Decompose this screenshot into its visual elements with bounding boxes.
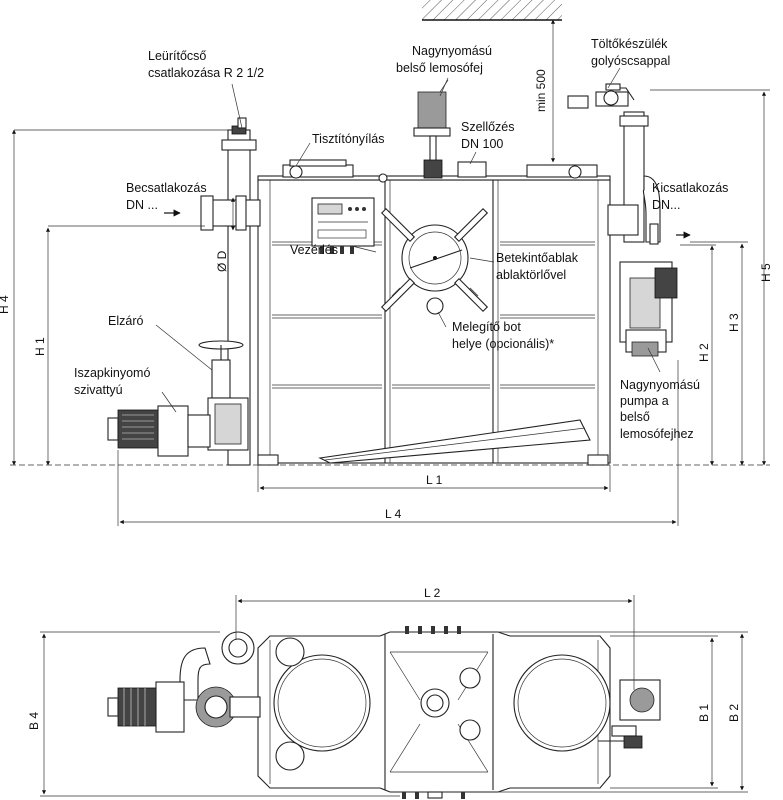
filler-label: Töltőkészülék bbox=[591, 37, 668, 51]
cleaning-opening-label: Tisztítónyílás bbox=[312, 132, 384, 146]
top-hp-pump bbox=[598, 679, 661, 749]
shutoff-valve bbox=[198, 340, 249, 451]
side-view: Leürítőcső csatlakozása R 2 1/2 Nagynyom… bbox=[0, 0, 773, 526]
top-sludge-pump bbox=[107, 631, 261, 733]
heater-label: Melegítő bot bbox=[452, 320, 521, 334]
hp-pump-label-4: lemosófejhez bbox=[620, 427, 694, 441]
control-label: Vezérlés bbox=[290, 243, 338, 257]
top-lid-right bbox=[513, 654, 611, 752]
top-lid-left bbox=[273, 654, 371, 752]
sludge-pump bbox=[107, 405, 211, 457]
sludge-pump-label-2: szivattyú bbox=[74, 383, 123, 397]
leader-lines bbox=[155, 67, 661, 413]
drain-connection-label: Leürítőcső bbox=[148, 49, 206, 63]
heater-label-2: helye (opcionális)* bbox=[452, 337, 554, 351]
sludge-pump-label: Iszapkinyomó bbox=[74, 366, 150, 380]
dim-l1: L 1 bbox=[426, 473, 443, 487]
dim-l2: L 2 bbox=[424, 586, 441, 600]
outlet-pipe bbox=[607, 204, 659, 245]
inlet-label-2: DN ... bbox=[126, 198, 158, 212]
hp-nozzle-label-2: belső lemosófej bbox=[396, 61, 483, 75]
dim-b1: B 1 bbox=[697, 704, 711, 722]
top-dimension-lines bbox=[40, 595, 748, 797]
inspection-window bbox=[380, 207, 489, 313]
dim-b4: B 4 bbox=[27, 712, 41, 730]
tank-body bbox=[257, 175, 611, 466]
dim-b2: B 2 bbox=[727, 704, 741, 722]
window-label: Betekintőablak bbox=[496, 251, 579, 265]
vent-label: Szellőzés bbox=[461, 120, 515, 134]
min-500-label: min 500 bbox=[534, 69, 548, 112]
dim-h5: H 5 bbox=[759, 263, 773, 282]
hp-pump-label-2: pumpa a bbox=[620, 394, 669, 408]
inlet-pipe bbox=[200, 195, 261, 231]
outlet-label-2: DN... bbox=[652, 198, 680, 212]
filler-label-2: golyóscsappal bbox=[591, 54, 670, 68]
hp-pump-label-3: belső bbox=[620, 410, 650, 424]
high-pressure-washing-head bbox=[413, 79, 451, 179]
hp-pump-label: Nagynyomású bbox=[620, 378, 700, 392]
shutoff-label: Elzáró bbox=[108, 314, 143, 328]
hp-nozzle-label: Nagynyomású bbox=[412, 44, 492, 58]
vent-pipe bbox=[457, 161, 487, 178]
heater-rod-location bbox=[426, 297, 444, 315]
drain-connection-label-2: csatlakozása R 2 1/2 bbox=[148, 66, 264, 80]
vent-label-2: DN 100 bbox=[461, 137, 503, 151]
cleaning-opening-lids bbox=[282, 159, 598, 183]
dim-h2: H 2 bbox=[697, 343, 711, 362]
outlet-label: Kicsatlakozás bbox=[652, 181, 728, 195]
dim-h4: H 4 bbox=[0, 295, 11, 314]
dim-h3: H 3 bbox=[727, 313, 741, 332]
top-edge-fittings bbox=[402, 626, 465, 799]
top-vent bbox=[420, 688, 450, 718]
window-label-2: ablaktörlővel bbox=[496, 268, 566, 282]
flow-arrows bbox=[164, 209, 691, 239]
dimension-lines bbox=[11, 19, 770, 526]
dim-l4: L 4 bbox=[385, 507, 402, 521]
dim-h1: H 1 bbox=[33, 337, 47, 356]
ceiling-hatch bbox=[422, 0, 562, 21]
control-box bbox=[311, 197, 375, 254]
od-label: Ø D bbox=[215, 250, 229, 272]
inlet-label: Becsatlakozás bbox=[126, 181, 207, 195]
high-pressure-pump bbox=[619, 261, 678, 357]
top-view: L 2 B 4 B 1 B 2 bbox=[27, 586, 748, 799]
